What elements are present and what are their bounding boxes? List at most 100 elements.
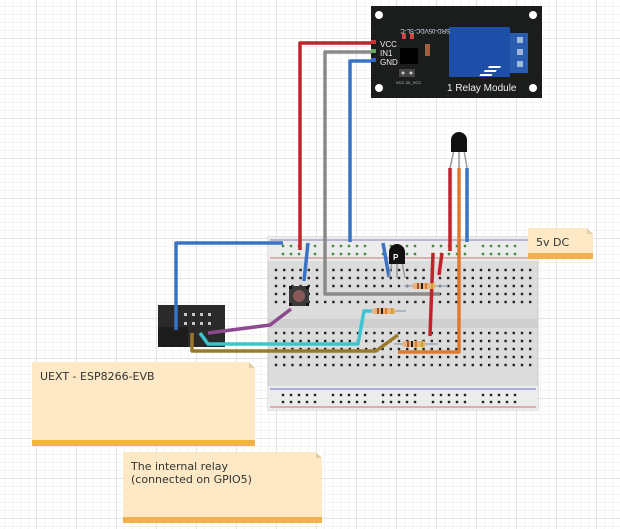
breadboard-hole [479,355,483,359]
wire-purple[interactable] [207,307,293,335]
breadboard-hole [307,331,310,335]
breadboard-hole [520,355,524,359]
breadboard-hole [496,284,499,288]
push-button[interactable] [289,286,309,306]
breadboard-hole [365,284,368,288]
wire-blue-uext[interactable] [174,241,283,330]
breadboard-hole [439,400,443,404]
breadboard-hole [520,268,524,272]
breadboard-hole [281,393,285,397]
breadboard-hole [389,276,392,280]
breadboard-hole [356,284,360,288]
breadboard-hole [481,252,485,256]
wire-blue-button[interactable] [302,242,310,282]
breadboard-hole [455,355,458,359]
breadboard-hole [414,276,417,280]
breadboard-hole [513,393,517,397]
breadboard-hole [529,363,532,367]
breadboard-hole [389,347,392,351]
wire-orange-sensor[interactable] [398,168,461,354]
breadboard-hole [283,331,286,335]
breadboard-hole [512,331,515,335]
wire-red-jumper-2[interactable] [437,252,444,276]
breadboard-hole [422,347,425,351]
breadboard-hole [363,400,367,404]
breadboard-hole [373,284,376,288]
breadboard-hole [529,292,532,296]
breadboard-hole [447,363,450,367]
breadboard-hole [455,252,459,256]
breadboard-hole [289,244,293,248]
breadboard-hole [348,363,351,367]
breadboard-hole [413,252,417,256]
breadboard-hole [324,355,327,359]
breadboard-hole [497,252,501,256]
breadboard-hole [324,347,327,351]
breadboard-hole [315,347,319,351]
wire-cyan[interactable] [198,309,372,346]
breadboard-hole [481,393,485,397]
breadboard-hole [340,268,343,272]
wire-blue-gnd[interactable] [348,59,371,242]
breadboard-hole [479,276,483,280]
breadboard-hole [422,339,425,343]
breadboard-hole [307,276,310,280]
wire-red-vcc[interactable] [298,41,371,250]
note-uext: UEXT - ESP8266-EVB [32,362,255,446]
breadboard-hole [332,284,335,288]
breadboard-hole [373,339,376,343]
breadboard-hole [340,347,343,351]
breadboard-hole [297,393,301,397]
breadboard-hole [283,300,286,304]
resistor-2[interactable] [370,308,406,314]
breadboard-hole [313,400,317,404]
wire-olive[interactable] [190,333,400,353]
transistor[interactable]: P [388,244,406,279]
resistor-1[interactable] [404,283,448,289]
resistor-3[interactable] [394,341,438,347]
breadboard-hole [512,355,515,359]
breadboard-hole [504,268,507,272]
temperature-sensor[interactable] [449,132,468,169]
breadboard-hole [496,347,499,351]
breadboard-hole [529,331,532,335]
breadboard-hole [471,276,474,280]
breadboard-hole [381,276,384,280]
breadboard-hole [447,347,450,351]
breadboard-hole [463,347,466,351]
breadboard-hole [347,400,351,404]
breadboard-hole [520,300,524,304]
breadboard-hole [397,400,401,404]
breadboard-hole [479,347,483,351]
breadboard-hole [431,393,435,397]
breadboard-hole [447,268,450,272]
breadboard-hole [471,347,474,351]
note-power: 5v DC [528,228,593,259]
wire-blue-transistor[interactable] [381,242,391,278]
breadboard-hole [463,363,466,367]
breadboard-hole [406,268,409,272]
breadboard-hole [512,339,515,343]
breadboard-hole [397,331,401,335]
relay-module-title: 1 Relay Module [447,83,517,94]
note-relay-line-1: The internal relay [131,460,229,473]
wire-red-jumper-1[interactable] [428,252,435,337]
breadboard-hole [447,339,450,343]
breadboard-hole [315,355,319,359]
breadboard-hole [438,347,442,351]
breadboard-hole [381,268,384,272]
wire-gray-in1[interactable] [323,50,440,296]
breadboard-hole [488,292,491,296]
breadboard-hole [447,252,451,256]
breadboard-hole [356,300,360,304]
relay-module[interactable]: VCC IN1 GND VCC JD_VCC SRD-05VDC-SL-C 1 … [371,6,542,98]
breadboard-hole [497,400,501,404]
breadboard-hole [365,268,368,272]
breadboard-hole [520,284,524,288]
breadboard-hole [274,331,278,335]
breadboard-hole [447,284,450,288]
breadboard-hole [313,252,317,256]
breadboard-hole [348,347,351,351]
breadboard-hole [332,268,335,272]
breadboard-hole [438,300,442,304]
